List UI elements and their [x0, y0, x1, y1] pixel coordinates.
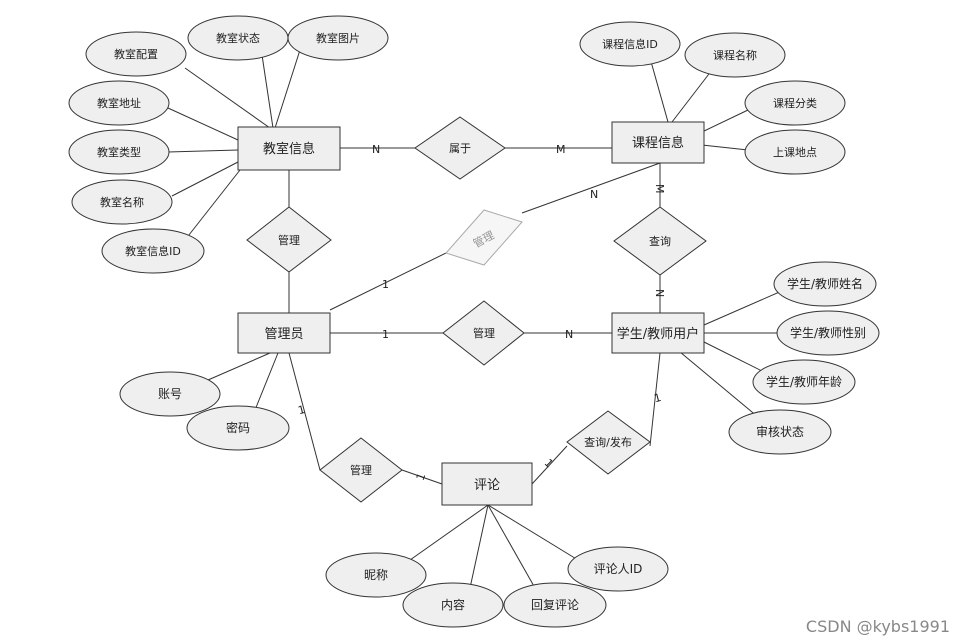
entity-course: 课程信息 [611, 121, 705, 164]
attribute-comment-reply: 回复评论 [503, 582, 607, 628]
attribute-admin-password-label: 密码 [226, 420, 250, 435]
cardinality-c7: 1 [382, 328, 389, 341]
attribute-course-name: 课程名称 [684, 32, 786, 78]
attribute-classroom-status-label: 教室状态 [216, 31, 260, 45]
attribute-user-age: 学生/教师年龄 [752, 359, 856, 405]
attribute-user-gender-label: 学生/教师性别 [790, 325, 866, 340]
cardinality-c1: N [372, 143, 380, 156]
cardinality-c2: M [556, 143, 566, 156]
attribute-classroom-address: 教室地址 [68, 80, 170, 126]
cardinality-c11: 1 [542, 456, 556, 470]
entity-admin-label: 管理员 [264, 327, 303, 342]
entity-admin: 管理员 [237, 312, 331, 354]
entity-user: 学生/教师用户 [611, 312, 705, 354]
attribute-course-category-label: 课程分类 [773, 96, 817, 110]
attribute-commenter-id-label: 评论人ID [594, 562, 643, 576]
attribute-classroom-type-label: 教室类型 [97, 145, 141, 159]
attribute-comment-content-label: 内容 [441, 597, 465, 612]
attribute-comment-nickname: 昵称 [325, 552, 427, 598]
attribute-course-name-label: 课程名称 [713, 48, 757, 62]
cardinality-c8: N [565, 328, 573, 341]
attribute-user-gender: 学生/教师性别 [776, 310, 880, 356]
attribute-admin-account-label: 账号 [158, 387, 182, 401]
relationship-manage-classroom: 管理 [246, 206, 332, 273]
attribute-course-location-label: 上课地点 [773, 146, 817, 159]
entity-classroom-label: 教室信息 [263, 141, 315, 157]
attribute-comment-nickname-label: 昵称 [364, 568, 388, 582]
relationship-manage-comment-label: 管理 [350, 463, 372, 477]
attribute-classroom-id: 教室信息ID [101, 228, 205, 274]
cardinality-c12: 1 [653, 391, 663, 405]
relationship-belongs: 属于 [414, 116, 506, 180]
relationship-manage-comment: 管理 [319, 437, 403, 503]
attribute-classroom-config: 教室配置 [85, 31, 187, 77]
connector-lines [167, 49, 785, 589]
attribute-commenter-id: 评论人ID [567, 546, 669, 592]
relationship-query-publish: 查询/发布 [566, 410, 651, 475]
entity-classroom: 教室信息 [237, 126, 341, 171]
relationship-manage-classroom-label: 管理 [278, 233, 300, 247]
attribute-classroom-id-label: 教室信息ID [125, 244, 181, 258]
attribute-course-id-label: 课程信息ID [602, 37, 658, 51]
attribute-admin-account: 账号 [119, 371, 221, 417]
relationship-manage-user: 管理 [442, 300, 525, 366]
attribute-review-status-label: 审核状态 [756, 424, 804, 439]
attribute-classroom-status: 教室状态 [187, 15, 289, 61]
relationship-query-publish-label: 查询/发布 [584, 435, 632, 449]
attribute-classroom-type: 教室类型 [68, 129, 170, 175]
attribute-classroom-image-label: 教室图片 [316, 31, 360, 45]
attribute-user-name: 学生/教师姓名 [773, 261, 877, 307]
entity-user-label: 学生/教师用户 [617, 326, 699, 342]
attribute-classroom-image: 教室图片 [287, 15, 389, 61]
cardinality-c3: N [590, 188, 598, 201]
attribute-comment-reply-label: 回复评论 [531, 598, 579, 612]
attribute-user-age-label: 学生/教师年龄 [766, 374, 842, 389]
entity-comment: 评论 [441, 462, 533, 506]
cardinality-c10: 1 [414, 471, 429, 482]
cardinality-c4: M [653, 184, 666, 194]
cardinality-c6: 1 [382, 278, 389, 291]
attribute-course-id: 课程信息ID [579, 21, 681, 67]
attribute-classroom-name-label: 教室名称 [100, 195, 144, 209]
attribute-classroom-config-label: 教室配置 [114, 47, 158, 61]
attribute-review-status: 审核状态 [728, 409, 832, 455]
cardinality-c9: 1 [297, 403, 307, 417]
attribute-admin-password: 密码 [186, 405, 290, 451]
attribute-course-category: 课程分类 [744, 80, 846, 126]
watermark: CSDN @kybs1991 [805, 617, 950, 636]
relationship-query: 查询 [613, 206, 707, 276]
attribute-classroom-address-label: 教室地址 [97, 96, 141, 110]
cardinality-c5: N [653, 289, 666, 297]
entity-comment-label: 评论 [474, 478, 500, 493]
attribute-course-location: 上课地点 [744, 129, 846, 175]
attribute-classroom-name: 教室名称 [71, 179, 173, 225]
relationship-belongs-label: 属于 [449, 142, 471, 155]
entity-course-label: 课程信息 [632, 135, 684, 151]
relationship-manage-user-label: 管理 [473, 326, 495, 340]
relationship-manage-course: 管理 [445, 209, 523, 266]
relationship-query-label: 查询 [649, 234, 671, 248]
attribute-user-name-label: 学生/教师姓名 [787, 276, 863, 291]
attribute-comment-content: 内容 [402, 582, 504, 628]
